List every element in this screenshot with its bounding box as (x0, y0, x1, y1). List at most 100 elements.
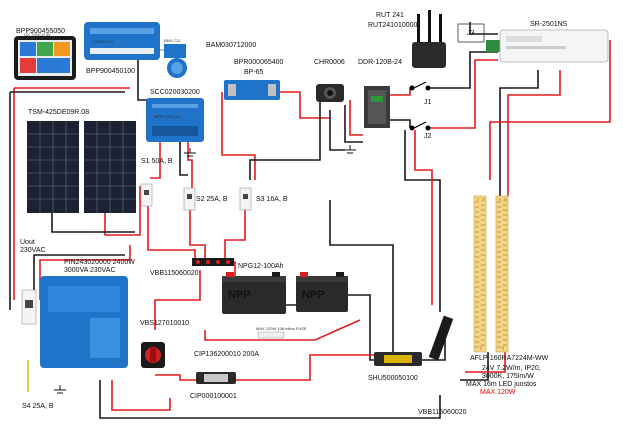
router-code-1: RUT 241 (376, 12, 404, 19)
wires (9, 22, 611, 419)
ground-symbol-psu (344, 145, 356, 154)
bmv-caption: BMV-712 (164, 38, 181, 43)
wire-led-bottom-r (465, 352, 506, 373)
wire-dimmer-top (489, 40, 611, 180)
ground-symbol-left (54, 385, 66, 394)
wire-ac-n (33, 254, 125, 300)
shunt (374, 352, 422, 366)
wire-scc-s2b (187, 140, 193, 188)
shunt-code: SHU500050100 (368, 375, 418, 382)
busbar-top (192, 258, 234, 266)
fuse-holder-code: CIP000100001 (190, 393, 237, 400)
ground-symbol-mid (184, 148, 196, 157)
router (412, 10, 446, 68)
switch-code: VBS127010010 (140, 320, 189, 327)
usb-socket-code: CHR0006 (314, 59, 345, 66)
busbar-top-code: VBB115060020 (150, 270, 199, 277)
switch-j1-label: J1 (424, 99, 432, 106)
fuse-code: CIP136200010 200A (194, 351, 259, 358)
wire-battery-fuse-line (204, 319, 361, 341)
switch-j2 (409, 121, 431, 131)
solar-charge-controller (146, 98, 204, 142)
wire-socket-main (249, 100, 321, 180)
inverter (40, 276, 128, 368)
wire-dimmer-led1 (499, 70, 539, 196)
wire-pos-left-loop (13, 87, 130, 300)
battery-switch (141, 342, 165, 368)
led-strip-right (495, 195, 509, 353)
mega-fuse (196, 372, 236, 384)
wire-panel-neg (51, 213, 135, 233)
inline-fuse (257, 331, 285, 339)
dimmer-code: SR-2501NS (530, 21, 568, 28)
uout-label-1: Uout (20, 239, 35, 246)
busbar-bottom-code: VBB115060020 (418, 409, 467, 416)
battery-1 (222, 272, 286, 314)
wire-j1-dimmer (430, 51, 498, 89)
led-code: AFLP-160RA7224M-WW (470, 355, 549, 362)
battery-code: NPG12-100Ah (238, 263, 284, 270)
led-spec-4: MAX 120W (480, 389, 516, 396)
terminal-block (486, 40, 500, 52)
wire-switch-up (154, 270, 201, 330)
bmv-code: BAM030712000 (206, 42, 256, 49)
switch-j1 (409, 81, 431, 91)
wire-shunt-bmv (329, 200, 394, 352)
ac-breaker-s4-label: S4 25A, B (22, 403, 54, 410)
inline-fuse-text: MAX 120W 10A inline FUSE (256, 326, 307, 331)
wire-protect-feed (221, 92, 256, 180)
battery-protect-caption: BP-65 (244, 69, 264, 76)
wire-cerbo-scc (137, 60, 150, 101)
bmv-battery-monitor (164, 44, 187, 78)
wire-psu-down (404, 130, 441, 312)
wire-s3-busbar (224, 210, 246, 262)
led-strip-left (473, 195, 487, 353)
wire-psu-in (349, 100, 363, 136)
gx-touch-code: BPP900455050 (16, 28, 65, 35)
led-dimmer (499, 29, 609, 63)
wire-scc-s1 (150, 140, 161, 179)
battery-protect (224, 80, 280, 100)
inverter-code: PIN243020000 2400W (64, 259, 135, 266)
wire-psu-neg (390, 119, 411, 128)
breaker-s2-label: S2 25A, B (196, 196, 228, 203)
inverter-spec: 3000VA 230VAC (64, 267, 116, 274)
wire-shunt-bus (420, 335, 446, 361)
wire-inverter-neg (99, 380, 441, 419)
breaker-s2 (183, 187, 196, 211)
battery-2 (296, 272, 348, 312)
switch-j2-label: J2 (424, 133, 432, 140)
wire-inverter-pos (111, 380, 171, 411)
wire-s1-busbar (147, 205, 196, 262)
wire-fuse-shunt (235, 354, 375, 381)
router-code-2: RUT241010000 (368, 22, 418, 29)
wire-scc-s2 (179, 140, 188, 176)
solar-panel-left (27, 121, 79, 213)
led-spec-3: MAX 16m LED juostos (466, 381, 537, 388)
jumper-j3-label: J3 (467, 30, 475, 37)
cerbo-caption: CERBO GX (92, 39, 113, 44)
cerbo-code: BPP900450100 (86, 68, 135, 75)
wire-j2-dimmer (430, 59, 498, 129)
scc-caption: MPPT 100 | 30 (154, 114, 181, 119)
wire-psu-down-red (414, 130, 433, 305)
psu-code: DDR-120B-24 (358, 59, 402, 66)
wire-neg-left-loop (9, 91, 125, 310)
wire-protect-out (280, 91, 330, 119)
wire-j3 (469, 22, 498, 35)
scc-code: SCC020030200 (150, 89, 200, 96)
jumper-j3 (457, 23, 485, 43)
wire-psu-in2 (344, 105, 363, 143)
usb-socket (316, 84, 344, 102)
wire-switch-fuse (155, 374, 200, 381)
wire-dimmer-led2 (507, 70, 561, 196)
led-spec-2: 3000K, 175lm/W (482, 373, 534, 380)
ac-breaker-s4 (21, 289, 37, 325)
breaker-s1 (140, 183, 153, 207)
battery-2-brand: NPP (302, 289, 325, 301)
breaker-s1-label: S1 50A, B (141, 158, 173, 165)
panel-code: TSM-425DE09R.08 (28, 109, 89, 116)
wire-panel-pos (104, 186, 141, 236)
cerbo-gx (84, 22, 160, 60)
